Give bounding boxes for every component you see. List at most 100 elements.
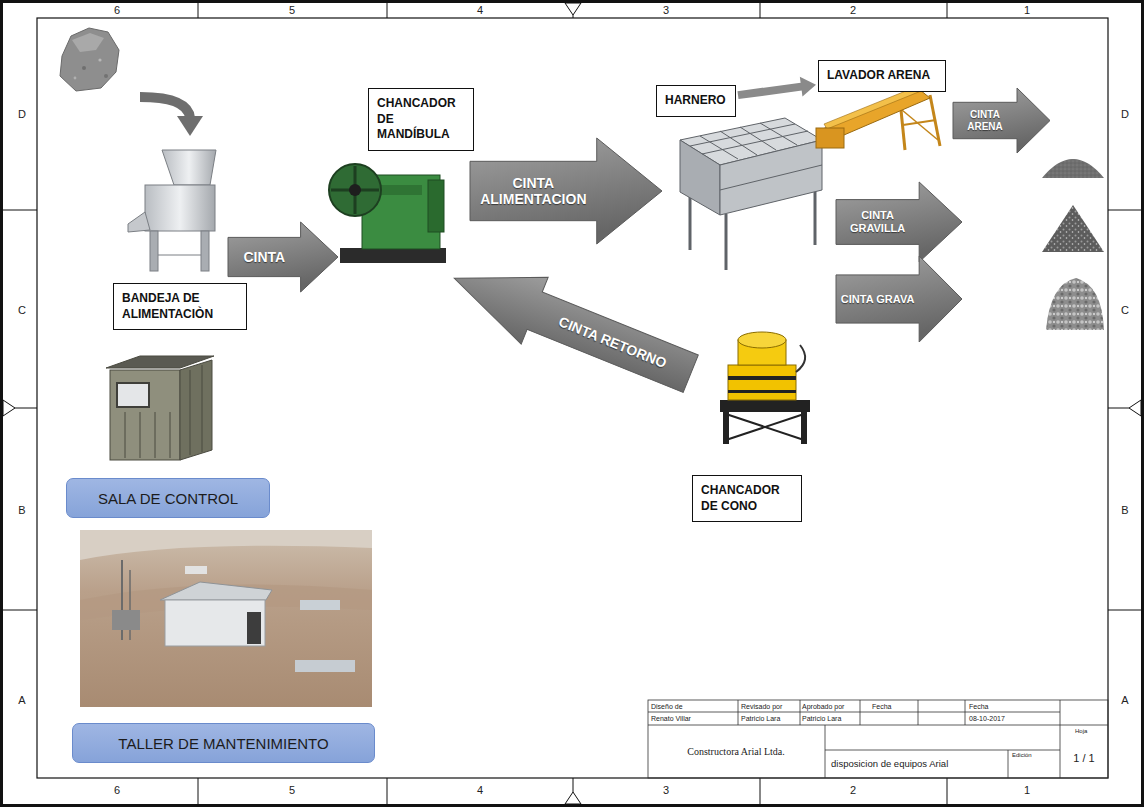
- cone-crusher-part: [728, 365, 796, 400]
- belt-text-area: CINTA ARENA: [953, 88, 1017, 153]
- feeder-hopper-part: [201, 231, 209, 271]
- workshop-photo-part: [160, 582, 272, 600]
- title-block-part: [965, 700, 966, 725]
- belt-label: CINTA: [243, 249, 285, 265]
- grid-reference: 2: [850, 785, 856, 796]
- arrow-head-to: [800, 77, 816, 97]
- equipment-name: LAVADOR ARENA: [827, 68, 937, 84]
- belt-arrow-outline: [836, 182, 962, 262]
- title-block-text: Aprobado por: [802, 703, 844, 710]
- title-block-text: Hoja: [1075, 728, 1087, 734]
- title-block: [648, 700, 1108, 778]
- equipment-name: CHANCADOR DE CONO: [701, 483, 793, 514]
- cone-crusher-part: [738, 332, 786, 348]
- title-block-part: [800, 700, 801, 725]
- rock-icon-part: [98, 58, 101, 61]
- title-block-text: Constructora Arial Ltda.: [687, 747, 784, 757]
- sand-washer-part: [824, 86, 921, 129]
- sheet-frame-part: [1108, 408, 1129, 409]
- workshop-photo-part: [185, 566, 207, 574]
- title-block-part: [648, 712, 1060, 713]
- title-block-text: Patricio Lara: [741, 715, 780, 722]
- belt-label: CINTA ARENA: [957, 109, 1013, 132]
- belt-arrow-outline: [228, 222, 338, 292]
- grid-reference: C: [1121, 305, 1129, 316]
- sheet-frame-part: [3, 210, 37, 211]
- control-room: [106, 356, 214, 460]
- vibrating-screen-part: [689, 195, 692, 250]
- sheet-frame-part: [573, 778, 574, 792]
- equipment-name: HARNERO: [665, 93, 727, 109]
- grid-reference: 5: [289, 5, 295, 16]
- feeder-hopper: [128, 150, 216, 271]
- belt-label: CINTA GRAVILLA: [840, 209, 915, 234]
- jaw-crusher-part: [340, 248, 446, 263]
- sheet-frame-part: [1108, 210, 1141, 211]
- equipment-box: LAVADOR ARENA: [818, 60, 946, 92]
- grid-reference: 3: [663, 785, 669, 796]
- sheet-frame-part: [387, 778, 388, 804]
- equipment-box: BANDEJA DE ALIMENTACIÒN: [113, 283, 247, 330]
- grid-reference: 4: [477, 785, 483, 796]
- grid-reference: B: [1121, 505, 1128, 516]
- jaw-crusher-part: [329, 164, 381, 216]
- conveyor-arrow: CINTA ALIMENTACION: [470, 138, 662, 244]
- flow-connector: [738, 86, 803, 95]
- conveyor-arrow: CINTA GRAVA: [836, 256, 962, 342]
- title-block-part: [825, 725, 826, 778]
- grid-reference: 6: [114, 785, 120, 796]
- sheet-frame-part: [760, 3, 761, 18]
- jaw-crusher: [329, 164, 446, 263]
- grid-reference: B: [18, 505, 25, 516]
- conveyor-arrow: CINTA GRAVILLA: [836, 182, 962, 262]
- rock-icon-part: [104, 74, 108, 78]
- rock-icon-part: [74, 77, 77, 80]
- sheet-frame-part: [1108, 610, 1141, 611]
- grid-reference: 2: [850, 5, 856, 16]
- product-piles-part: [1046, 278, 1104, 330]
- belt-text-area: CINTA GRAVA: [836, 256, 919, 342]
- workshop-photo-part: [247, 612, 261, 644]
- grid-reference: 1: [1024, 785, 1030, 796]
- belt-arrow-outline: [953, 88, 1050, 153]
- conveyor-arrow: CINTA: [228, 222, 338, 292]
- grid-reference: D: [1121, 109, 1129, 120]
- feed-arrow-part: [140, 97, 190, 118]
- vibrating-screen-part: [690, 124, 795, 146]
- title-block-text: 08-10-2017: [969, 715, 1005, 722]
- sand-washer-part: [902, 110, 938, 140]
- belt-text-area: CINTA ALIMENTACION: [470, 138, 597, 244]
- sheet-frame-part: [565, 3, 581, 15]
- belt-arrow-outline: [470, 138, 662, 244]
- control-room-part: [202, 365, 203, 452]
- grid-reference: 1: [1024, 5, 1030, 16]
- title-block-text: Fecha: [969, 703, 988, 710]
- jaw-crusher-part: [428, 180, 444, 232]
- area-box: TALLER DE MANTENIMIENTO: [72, 723, 375, 763]
- vibrating-screen-part: [720, 165, 822, 190]
- grid-reference: 6: [114, 5, 120, 16]
- feeder-hopper-part: [145, 185, 215, 231]
- title-block-part: [860, 700, 861, 725]
- title-block-text: Renato Villar: [651, 715, 691, 722]
- grid-reference: C: [18, 305, 26, 316]
- product-piles: [1042, 159, 1104, 330]
- cone-crusher-part: [726, 414, 804, 440]
- rock-icon: [60, 28, 119, 91]
- title-block-text: Diseño de: [651, 703, 683, 710]
- vibrating-screen-part: [760, 123, 797, 145]
- sheet-frame-part: [1129, 400, 1141, 416]
- conveyor-arrow: CINTA RETORNO: [441, 245, 704, 407]
- feeder-hopper-part: [162, 150, 216, 185]
- sheet-frame-part: [573, 15, 574, 18]
- cone-crusher-part: [720, 400, 810, 412]
- control-room-part: [117, 383, 149, 407]
- rock-icon-part: [82, 66, 86, 70]
- sheet-frame-part: [198, 3, 199, 18]
- title-block-part: [648, 725, 1108, 726]
- grid-reference: A: [1121, 695, 1128, 706]
- feed-arrow: [140, 97, 203, 136]
- title-block-text: 1 / 1: [1073, 753, 1094, 764]
- title-block-text: disposicion de equipos Arial: [831, 759, 948, 769]
